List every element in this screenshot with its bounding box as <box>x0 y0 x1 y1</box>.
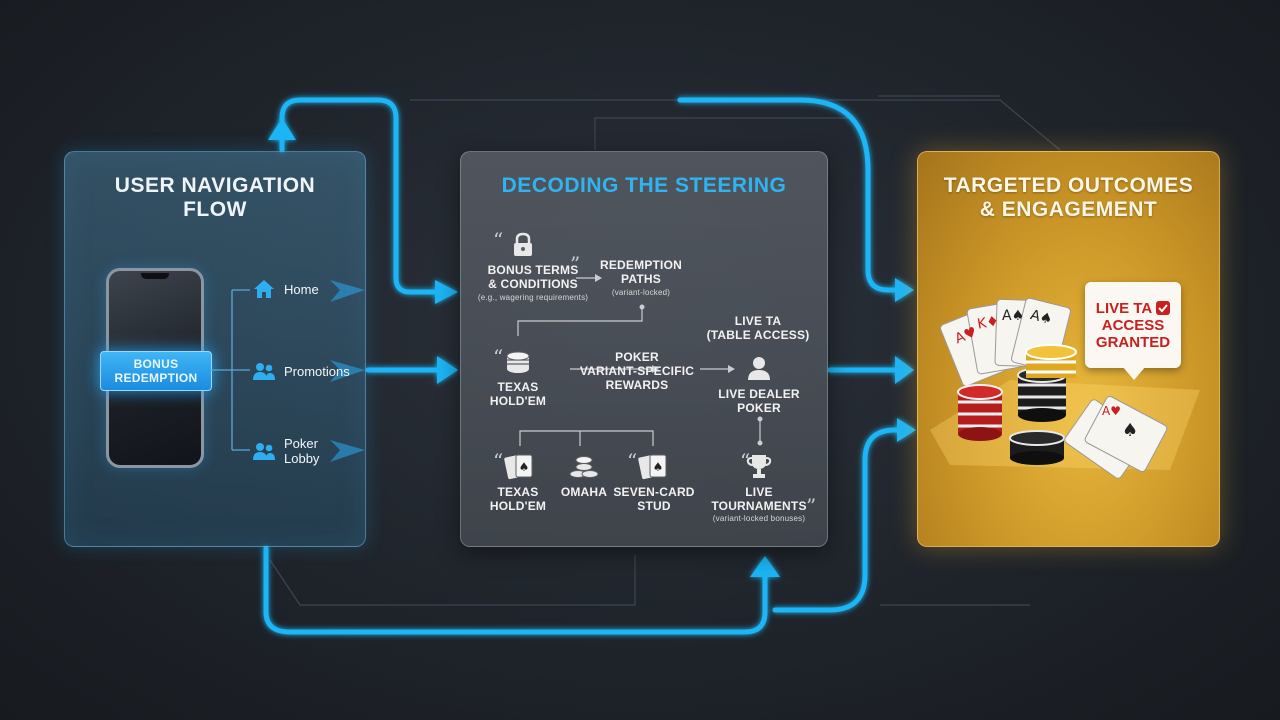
check-icon <box>1156 301 1171 315</box>
users-icon <box>253 443 275 460</box>
quote-mark: ” <box>570 252 581 276</box>
svg-text:♠: ♠ <box>653 460 664 474</box>
home-icon <box>254 280 274 298</box>
chip-stacks <box>957 344 1077 465</box>
seven-card-stud-label: SEVEN-CARD STUD <box>613 485 695 513</box>
badge-tail <box>1122 366 1146 380</box>
svg-text:A♥: A♥ <box>1102 404 1121 418</box>
redemption-paths-label: REDEMPTION PATHS <box>599 258 682 286</box>
live-tournaments-note: (variant-locked bonuses) <box>712 514 806 523</box>
texas-holdem-top-label: TEXAS HOLD'EM <box>489 380 547 408</box>
bonus-redemption-button[interactable]: BONUS REDEMPTION <box>100 351 212 391</box>
poker-variant-rewards-label: POKER VARIANT-SPECIFIC REWARDS <box>579 350 695 392</box>
phone-notch <box>141 273 169 279</box>
nav-item-promotions[interactable]: Promotions <box>252 360 350 382</box>
live-ta-label: LIVE TA (TABLE ACCESS) <box>706 314 810 342</box>
svg-text:♠: ♠ <box>519 460 530 474</box>
nav-item-home[interactable]: Home <box>252 278 319 300</box>
quote-mark: ” <box>806 494 817 518</box>
omaha-label: OMAHA <box>560 485 608 499</box>
svg-text:A♥: A♥ <box>953 324 980 347</box>
bonus-terms-note: (e.g., wagering requirements) <box>477 293 589 302</box>
svg-text:A♠: A♠ <box>1029 307 1054 328</box>
quote-mark: “ <box>493 228 504 252</box>
live-dealer-poker-label: LIVE DEALER POKER <box>718 387 800 415</box>
access-granted-badge: LIVE TA ACCESS GRANTED <box>1085 282 1181 368</box>
chip-stack-icon <box>506 351 530 373</box>
panel-title-decoding: DECODING THE STEERING <box>501 174 787 197</box>
quote-mark: “ <box>740 449 751 473</box>
svg-text:A♠: A♠ <box>1002 308 1024 324</box>
lock-icon <box>514 232 532 256</box>
table-cards: ♠ A♥ <box>1064 395 1168 479</box>
panel-title-user-navigation: USER NAVIGATION FLOW <box>114 174 316 221</box>
live-tournaments-label: LIVE TOURNAMENTS <box>711 485 807 513</box>
quote-mark: “ <box>493 449 504 473</box>
bonus-terms-label: BONUS TERMS & CONDITIONS <box>487 263 579 291</box>
decoding-connectors <box>517 274 763 446</box>
svg-text:♠: ♠ <box>1122 420 1138 441</box>
quote-mark: “ <box>493 345 504 369</box>
badge-first-row: LIVE TA <box>1085 300 1181 317</box>
decoding-panel: DECODING THE STEERING <box>460 151 828 547</box>
trophy-icon <box>746 455 772 478</box>
cards-icon: ♠ <box>638 454 667 480</box>
svg-text:K♦: K♦ <box>976 313 1000 333</box>
poker-table-illustration: A♥ K♦ A♠ A♠ ♠ <box>930 297 1200 479</box>
cards-icon: ♠ <box>504 454 533 480</box>
chips-icon <box>569 456 599 478</box>
nav-tree-lines <box>210 280 365 462</box>
panel-title-targeted-outcomes: TARGETED OUTCOMES & ENGAGEMENT <box>943 174 1194 221</box>
redemption-paths-note: (variant-locked) <box>611 288 671 297</box>
texas-holdem-bottom-label: TEXAS HOLD'EM <box>489 485 547 513</box>
users-icon <box>253 363 275 380</box>
quote-mark: “ <box>627 449 638 473</box>
person-icon <box>748 357 770 380</box>
